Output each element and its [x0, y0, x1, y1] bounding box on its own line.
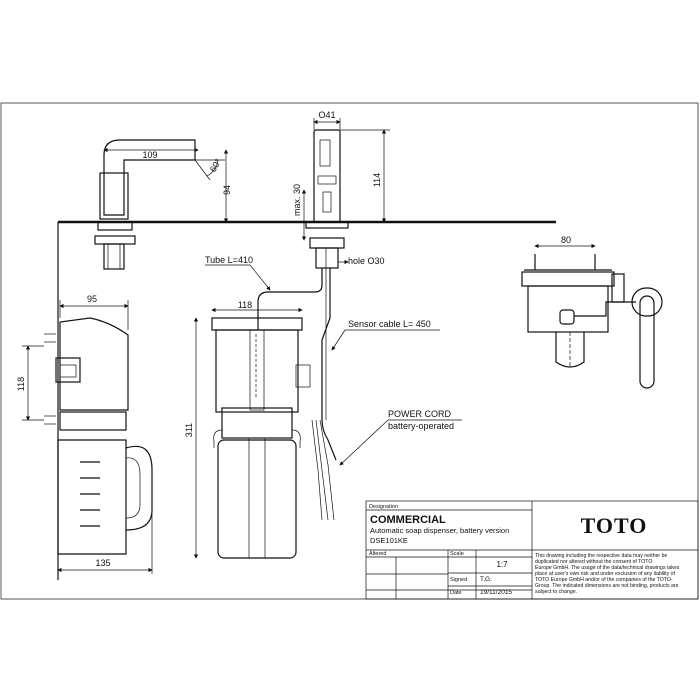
designation-label: Designation: [369, 504, 398, 510]
label-tube-length: Tube L=410: [205, 255, 253, 265]
disclaimer-line: TOTO Europe GmbH and/or of the companies…: [535, 577, 673, 583]
date-value: 19/11/2015: [480, 589, 512, 596]
tank-top-view: 80: [521, 235, 663, 389]
dim-max-height: max. 30: [292, 184, 302, 216]
disclaimer-line: Europe GmbH. The usage of the data/techn…: [535, 565, 680, 571]
disclaimer-line: place at user's own risk and under exclu…: [535, 571, 676, 577]
dim-tank-height: 311: [184, 423, 194, 437]
tank-front-view: 118 311: [184, 300, 311, 559]
label-sensor-cable: Sensor cable L= 450: [348, 319, 431, 329]
disclaimer-text: This drawing including the respective da…: [535, 553, 680, 595]
disclaimer-line: This drawing including the respective da…: [535, 553, 667, 559]
product-description: Automatic soap dispenser, battery versio…: [370, 526, 509, 535]
dim-spout-reach: 109: [142, 150, 157, 160]
dim-side-bottom-width: 135: [95, 558, 110, 568]
spout-side-view: 109 60° 94: [94, 139, 232, 270]
dim-side-width: 95: [87, 294, 97, 304]
tube-and-cables: Tube L=410 Sensor cable L= 450 POWER COR…: [205, 255, 462, 521]
dim-top-view-width: 80: [561, 235, 571, 245]
scale-label: Scale: [450, 551, 464, 557]
dim-head-diameter: O41: [318, 110, 335, 120]
label-power-cord: POWER CORD: [388, 409, 452, 419]
title-block: Designation COMMERCIAL Automatic soap di…: [365, 500, 699, 600]
signed-value: T.G.: [480, 576, 492, 583]
dim-spout-angle: 60°: [208, 157, 224, 174]
dim-spout-height: 94: [222, 185, 232, 195]
drawing-frame: [0, 102, 699, 600]
product-title: COMMERCIAL: [370, 514, 446, 526]
scale-value: 1:7: [496, 560, 508, 569]
disclaimer-line: subject to change.: [535, 589, 577, 595]
label-battery-note: battery-operated: [388, 421, 454, 431]
altered-label: Altered: [369, 551, 386, 557]
label-hole: hole O30: [348, 256, 385, 266]
product-code: DSE101KE: [370, 536, 408, 545]
date-label: Date: [450, 590, 462, 596]
dim-head-height: 114: [372, 173, 382, 187]
sensor-head-view: O41 max. 30 114 hole O30: [292, 110, 390, 269]
dim-tank-width: 118: [238, 300, 252, 310]
disclaimer-line: duplicated nor altered without the conse…: [535, 559, 652, 565]
brand-logo: TOTO: [581, 513, 648, 538]
disclaimer-line: Group. The indicated dimensions are not …: [535, 583, 679, 589]
tank-side-view: 95 118 135: [16, 294, 153, 574]
signed-label: Signed: [450, 577, 467, 583]
dim-side-height: 118: [16, 377, 26, 391]
